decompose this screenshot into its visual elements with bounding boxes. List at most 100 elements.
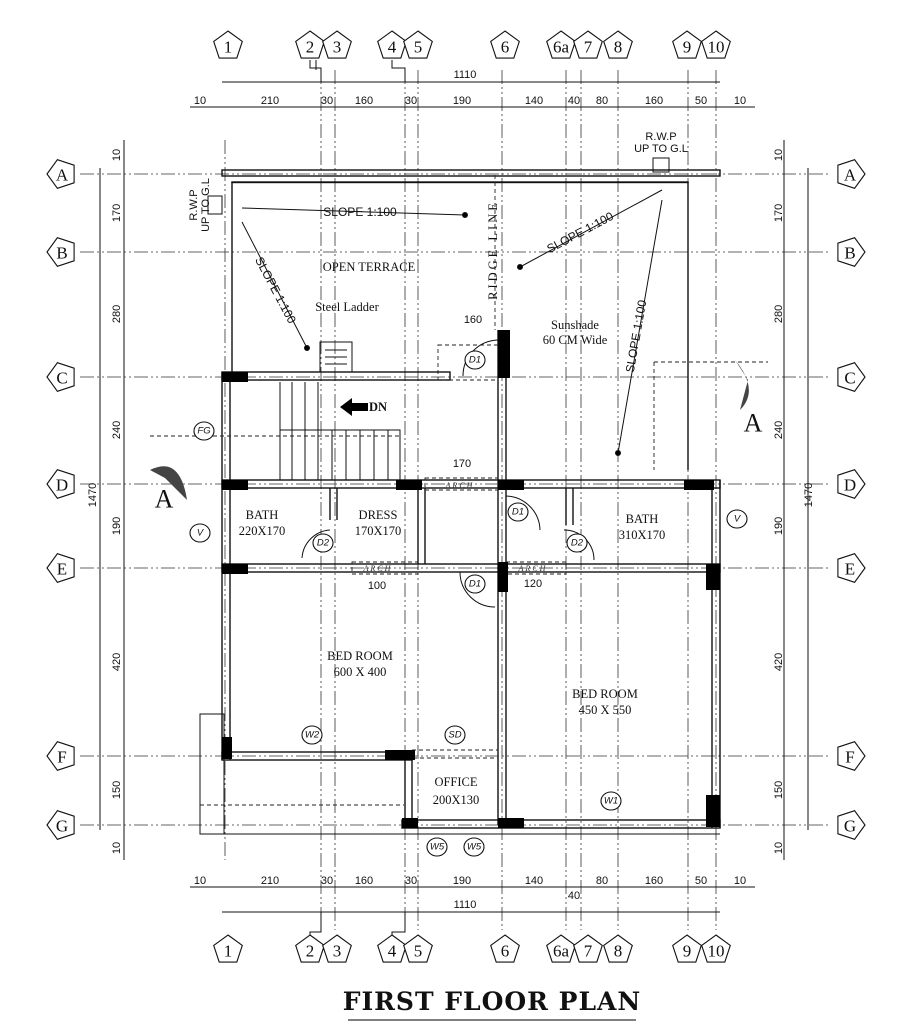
row-bubble-E: E [46,553,75,583]
tag-label: SD [448,730,461,741]
grid-bubble-shape [46,159,75,189]
row-label: C [844,369,855,388]
column-bubble-5: 5 [403,934,433,963]
dimension-label: 420 [111,653,123,671]
section-marker-left [150,466,187,500]
dimension-lines [99,60,809,942]
dimension-label: 240 [773,421,785,439]
staircase [279,341,401,480]
label-steel-ladder: Steel Ladder [315,300,379,314]
dimension-label: 10 [734,95,746,107]
row-bubble-A: A [837,159,866,189]
row-bubble-B: B [837,237,866,267]
tag-sd: SD [444,725,466,745]
grid-bubble-shape [46,362,75,392]
grid-bubble-shape [46,237,75,267]
label-bath-left-size: 220X170 [239,524,286,538]
row-label: A [56,166,69,185]
grid-bubble-shape [672,934,702,963]
slope-note-2: SLOPE 1:100 [252,254,299,326]
grid-bubble-shape [701,934,731,963]
overall-height-right: 1470 [803,483,815,507]
dimension-label: 80 [596,875,608,887]
label-office-size: 200X130 [433,793,480,807]
grid-bubble-shape [490,934,520,963]
tag-d1: D1 [507,502,529,522]
label-bath-left: BATH [246,508,279,522]
grid-bubble-shape [46,469,75,499]
row-grid-lines [80,173,830,826]
dimension-label: 10 [111,842,123,854]
tag-label: V [734,514,742,525]
column-bubble-5: 5 [403,30,433,59]
column-bubble-6a: 6a [546,30,576,59]
tag-label: D1 [512,507,524,518]
rwp-box-right [652,157,670,173]
column-bubble-1: 1 [213,30,243,59]
grid-bubble-shape [837,362,866,392]
grid-bubble-shape [837,159,866,189]
dimension-label: 160 [355,95,373,107]
label-bedroom-left: BED ROOM [327,649,393,663]
tag-circle [463,837,485,857]
grid-bubble-shape [672,30,702,59]
label-open-terrace: OPEN TERRACE [323,260,416,274]
grid-bubble-shape [403,934,433,963]
dim-arch-top: 170 [453,458,471,470]
overall-height-left: 1470 [87,483,99,507]
section-label-right: A [744,409,763,438]
label-stair-down: DN [369,400,387,414]
grid-bubble-shape [701,30,731,59]
grid-bubble-shape [213,30,243,59]
rwp-note-right-2: UP TO G.L [634,143,688,155]
dimension-label: 190 [453,875,471,887]
row-bubble-B: B [46,237,75,267]
tag-circle [464,350,486,370]
rwp-note-left-1: R.W.P [188,189,200,220]
label-bath-right-size: 310X170 [619,528,666,542]
rwp-note-left-2: UP TO G.L [200,178,212,232]
tag-label: D1 [469,579,481,590]
tag-circle [444,725,466,745]
grid-bubble-shape [377,30,407,59]
row-label: F [845,748,854,767]
column-label: 7 [584,38,593,57]
grid-bubble-shape [546,934,576,963]
column-label: 4 [388,942,397,961]
grid-bubble-shape [46,553,75,583]
tag-w5: W5 [463,837,485,857]
column-label: 4 [388,38,397,57]
row-label: B [844,244,855,263]
grid-bubble-shape [46,810,75,840]
row-bubble-A: A [46,159,75,189]
tag-circle [189,523,211,543]
column-bubble-4: 4 [377,30,407,59]
column-label: 6 [501,38,510,57]
grid-bubble-shape [573,30,603,59]
tag-circle [600,791,622,811]
row-label: E [845,560,855,579]
row-label: G [844,817,856,836]
grid-bubble-shape [490,30,520,59]
row-label: B [56,244,67,263]
dimension-label: 420 [773,653,785,671]
tag-d1: D1 [464,574,486,594]
grid-bubble-shape [403,30,433,59]
slope-note-4: SLOPE 1:100 [623,299,650,374]
grid-bubble-shape [837,553,866,583]
dimension-label: 240 [111,421,123,439]
overall-width-bottom: 1110 [454,899,477,911]
dimension-label: 160 [645,875,663,887]
row-bubble-F: F [837,741,866,771]
tag-label: W5 [430,842,445,853]
tag-label: D1 [469,355,481,366]
label-ridge-line: RIDGE LINE [486,200,500,300]
row-bubble-G: G [46,810,75,840]
column-label: 6 [501,942,510,961]
grid-bubble-shape [377,934,407,963]
column-bubble-2: 2 [295,30,325,59]
